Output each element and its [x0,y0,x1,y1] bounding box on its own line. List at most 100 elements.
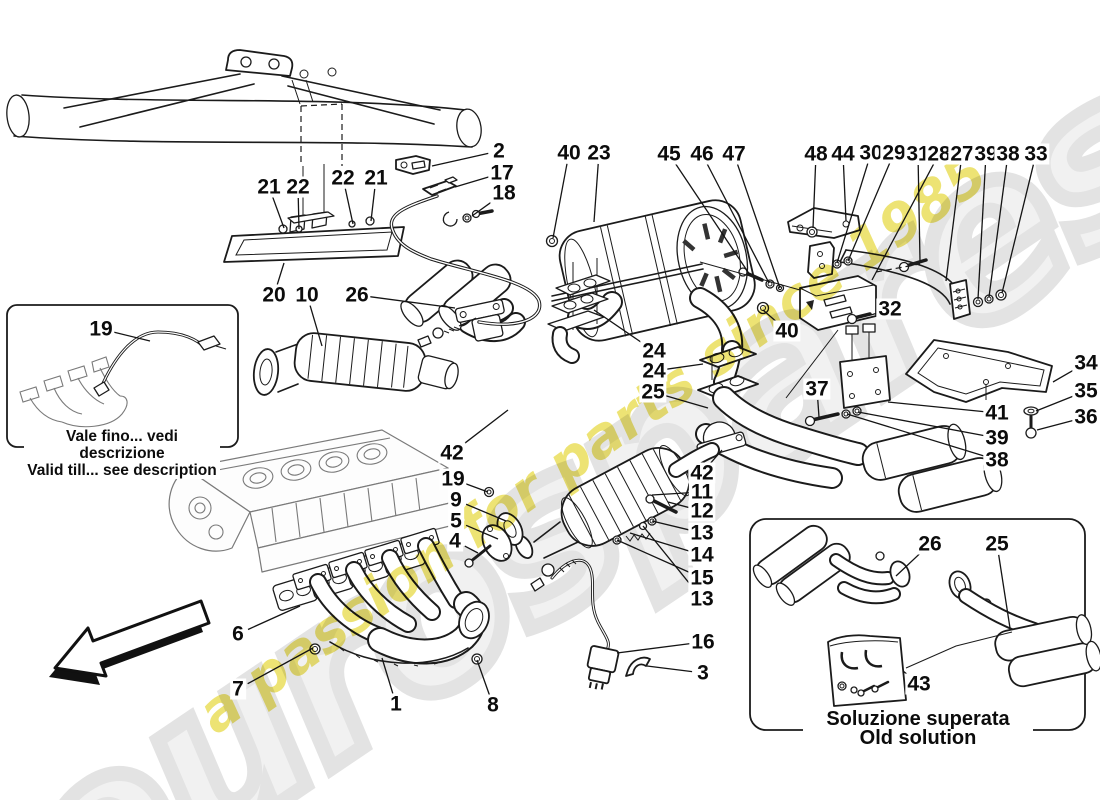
callout-10[interactable]: 10 [293,283,321,307]
callout-4[interactable]: 4 [447,529,463,553]
leader-line-15 [616,539,693,575]
engine-block-drawing [168,429,459,573]
leader-line-37 [817,399,820,418]
leader-line-38 [988,164,1008,298]
callout-19[interactable]: 19 [439,467,467,491]
callout-17[interactable]: 17 [488,161,516,185]
catalytic-converter-11-drawing [464,442,720,592]
leader-line-22 [297,197,300,230]
callout-3[interactable]: 3 [695,661,711,685]
callout-45[interactable]: 45 [655,142,683,166]
callout-19[interactable]: 19 [87,317,115,341]
leader-line-47 [736,164,781,289]
leader-line-30 [836,163,869,264]
callout-41[interactable]: 41 [983,401,1011,425]
leader-line-21 [370,188,376,222]
old-solution-caption: Soluzione superata Old solution [803,708,1033,748]
callout-14[interactable]: 14 [688,543,716,567]
callout-7[interactable]: 7 [230,677,246,701]
callout-25[interactable]: 25 [639,380,667,404]
callout-32[interactable]: 32 [876,297,904,321]
leader-line-48 [812,164,817,229]
callout-31[interactable]: 31 [904,142,932,166]
validity-note: Vale fino... vedi descrizione Valid till… [24,428,220,479]
callout-29[interactable]: 29 [880,141,908,165]
leader-line-44 [842,164,847,222]
callout-20[interactable]: 20 [260,283,288,307]
callout-25[interactable]: 25 [983,532,1011,556]
callout-44[interactable]: 44 [829,142,857,166]
leader-line-8 [476,659,490,695]
callout-18[interactable]: 18 [490,181,518,205]
callout-5[interactable]: 5 [448,509,464,533]
callout-40[interactable]: 40 [555,141,583,165]
leader-line-5 [465,524,499,540]
callout-2[interactable]: 2 [491,139,507,163]
callout-46[interactable]: 46 [688,142,716,166]
callout-42[interactable]: 42 [688,461,716,485]
callout-35[interactable]: 35 [1072,379,1100,403]
callout-36[interactable]: 36 [1072,405,1100,429]
validity-note-line2: Valid till... see description [27,462,217,479]
callout-21[interactable]: 21 [362,166,390,190]
leader-line-28 [871,163,935,281]
callout-38[interactable]: 38 [994,142,1022,166]
callout-12[interactable]: 12 [688,499,716,523]
callout-24[interactable]: 24 [640,339,668,363]
callout-28[interactable]: 28 [925,142,953,166]
leader-line-16 [616,642,693,654]
validity-inset-box [6,304,239,448]
leader-line-46 [706,163,770,284]
leader-line-39 [977,164,987,300]
callout-15[interactable]: 15 [688,566,716,590]
leader-line-1 [381,657,394,694]
callout-34[interactable]: 34 [1072,351,1100,375]
leader-line-39 [857,411,987,437]
callout-39[interactable]: 39 [983,426,1011,450]
callout-22[interactable]: 22 [284,175,312,199]
callout-21[interactable]: 21 [255,175,283,199]
callout-24[interactable]: 24 [640,359,668,383]
callout-30[interactable]: 30 [857,141,885,165]
leader-line-26 [895,551,923,577]
callout-26[interactable]: 26 [343,283,371,307]
leader-line-25 [663,394,709,409]
callout-16[interactable]: 16 [689,630,717,654]
callout-13[interactable]: 13 [688,521,716,545]
callout-37[interactable]: 37 [803,377,831,401]
callout-6[interactable]: 6 [230,622,246,646]
callout-38[interactable]: 38 [983,448,1011,472]
callout-43[interactable]: 43 [905,672,933,696]
callout-26[interactable]: 26 [916,532,944,556]
strap-and-brackets-drawing [545,207,1007,399]
callout-22[interactable]: 22 [329,166,357,190]
callout-23[interactable]: 23 [585,141,613,165]
callout-11[interactable]: 11 [688,480,716,504]
callout-42[interactable]: 42 [438,441,466,465]
callout-40[interactable]: 40 [773,319,801,343]
leader-line-10 [309,305,323,347]
leader-line-35 [1035,394,1077,412]
leader-line-4 [464,545,479,554]
leader-line-33 [1001,164,1035,294]
callout-39[interactable]: 39 [972,142,1000,166]
leader-line-14 [629,532,692,553]
old-solution-caption-line1: Soluzione superata [826,708,1010,730]
callout-9[interactable]: 9 [448,488,464,512]
callout-13[interactable]: 13 [688,587,716,611]
callout-27[interactable]: 27 [948,142,976,166]
callout-33[interactable]: 33 [1022,142,1050,166]
right-twin-tips-drawing [861,423,1003,513]
leader-line-12 [667,501,692,509]
lambda-sensor-16-drawing [550,558,651,690]
leader-line-11 [651,492,692,496]
callout-47[interactable]: 47 [720,142,748,166]
right-downpipe-drawing [695,346,870,489]
callout-8[interactable]: 8 [485,693,501,717]
callout-1[interactable]: 1 [388,692,404,716]
callout-48[interactable]: 48 [802,142,830,166]
leader-line-24 [593,309,646,346]
